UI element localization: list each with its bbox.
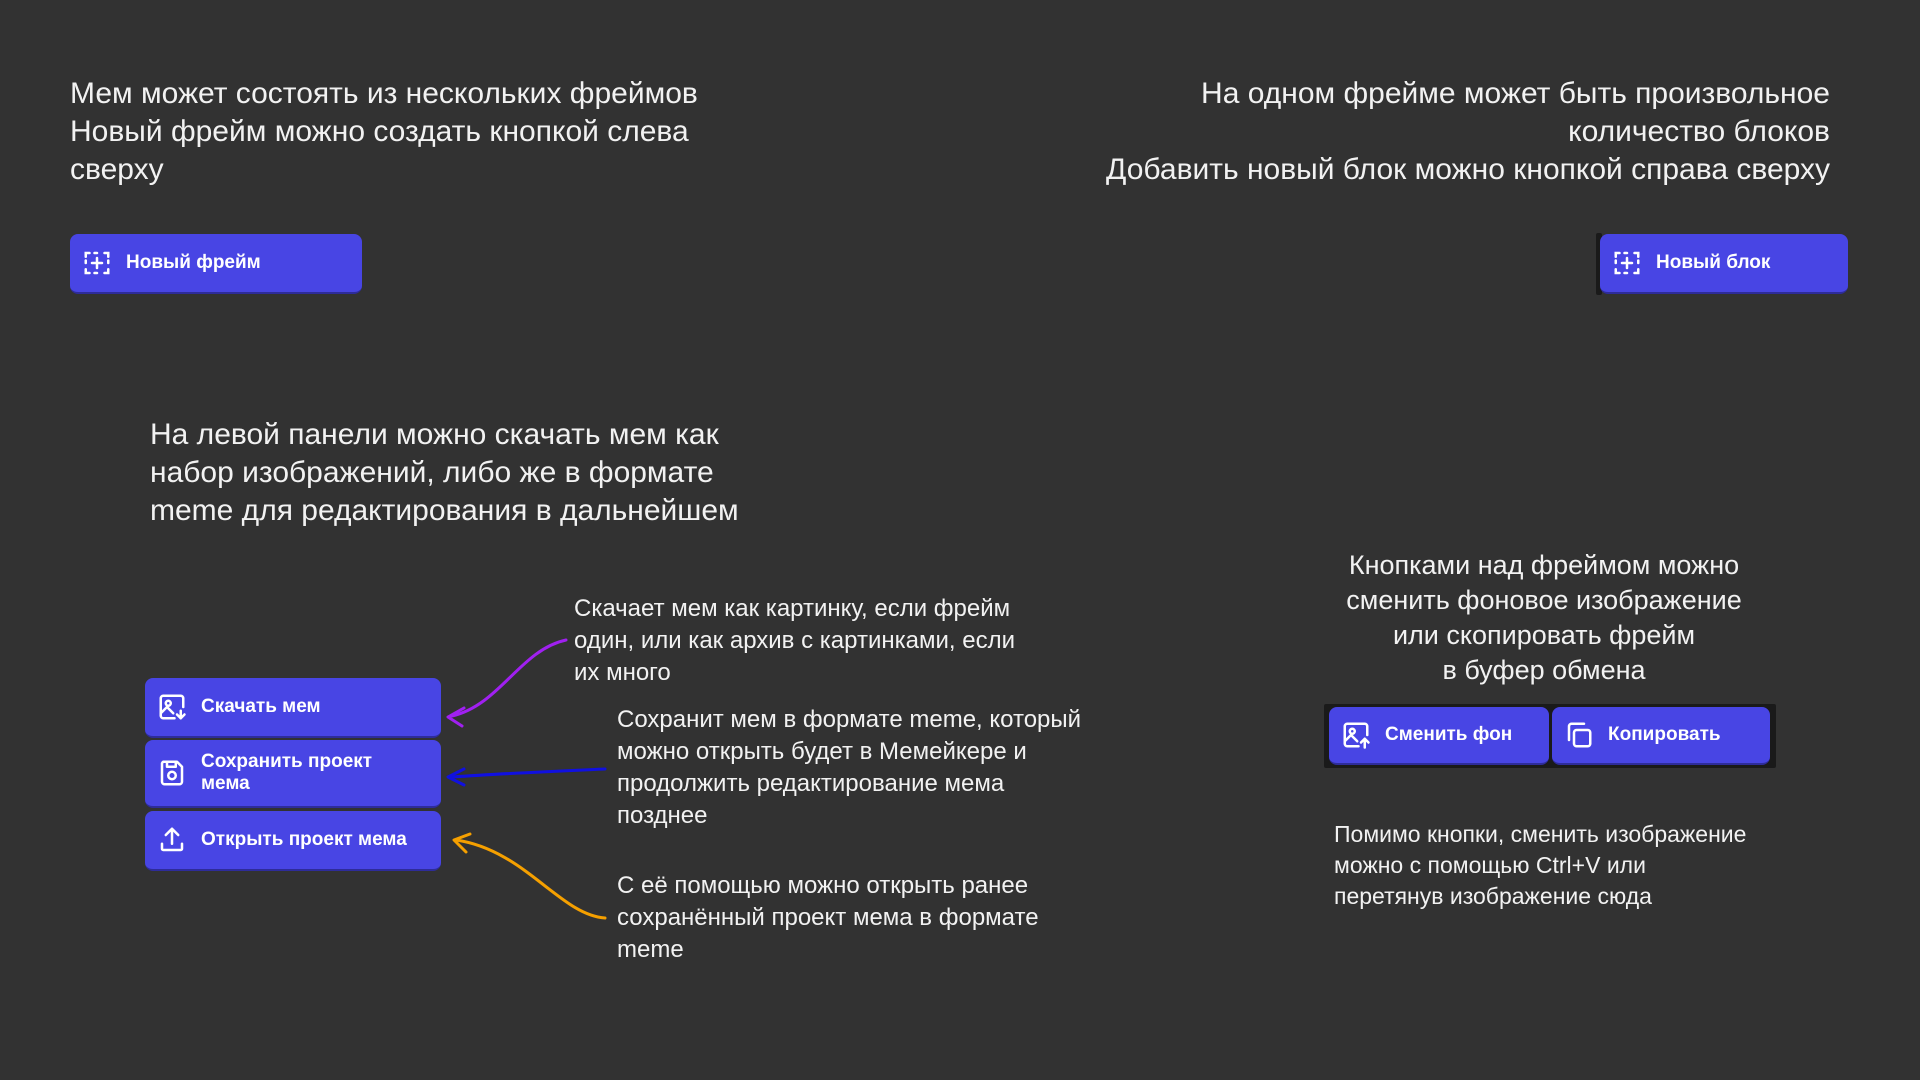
open-project-label: Открыть проект мема: [201, 829, 407, 850]
save-annotation: Сохранит мем в формате meme, который мож…: [617, 706, 1082, 829]
frame-buttons-info-text: Кнопками над фреймом можно сменить фонов…: [1346, 550, 1742, 685]
open-arrow: [454, 838, 607, 920]
open-annotation: С её помощью можно открыть ранее сохранё…: [617, 872, 1039, 963]
download-meme-label: Скачать мем: [201, 696, 321, 717]
blocks-info-text: На одном фрейме может быть произвольное …: [1106, 77, 1830, 186]
add-frame-icon: [82, 248, 112, 278]
save-project-button[interactable]: Сохранить проект мема: [145, 740, 441, 808]
change-image-icon: [1341, 720, 1371, 750]
download-annotation: Скачает мем как картинку, если фрейм оди…: [574, 595, 1015, 686]
open-arrowhead: [452, 832, 472, 854]
new-frame-label: Новый фрейм: [126, 252, 261, 273]
copy-frame-label: Копировать: [1608, 724, 1721, 745]
save-arrow: [450, 767, 607, 779]
change-background-label: Сменить фон: [1385, 724, 1513, 745]
save-project-label: Сохранить проект мема: [201, 751, 373, 794]
left-panel-info-text: На левой панели можно скачать мем как на…: [150, 418, 739, 527]
add-block-icon: [1612, 248, 1642, 278]
paste-hint-text: Помимо кнопки, сменить изображение можно…: [1334, 821, 1747, 909]
open-project-button[interactable]: Открыть проект мема: [145, 811, 441, 871]
frames-info-text: Мем может состоять из нескольких фреймов…: [70, 77, 698, 186]
new-frame-button[interactable]: Новый фрейм: [70, 234, 362, 294]
download-arrowhead: [446, 706, 466, 728]
save-icon: [157, 758, 187, 788]
upload-icon: [157, 825, 187, 855]
download-arrow: [450, 638, 568, 718]
download-meme-button[interactable]: Скачать мем: [145, 678, 441, 738]
new-block-button[interactable]: Новый блок: [1600, 234, 1848, 294]
new-block-label: Новый блок: [1656, 252, 1771, 273]
save-arrowhead: [446, 767, 466, 787]
copy-icon: [1564, 720, 1594, 750]
change-background-button[interactable]: Сменить фон: [1329, 707, 1549, 765]
download-image-icon: [157, 692, 187, 722]
toolbar-edge: [1596, 233, 1602, 295]
copy-frame-button[interactable]: Копировать: [1552, 707, 1770, 765]
